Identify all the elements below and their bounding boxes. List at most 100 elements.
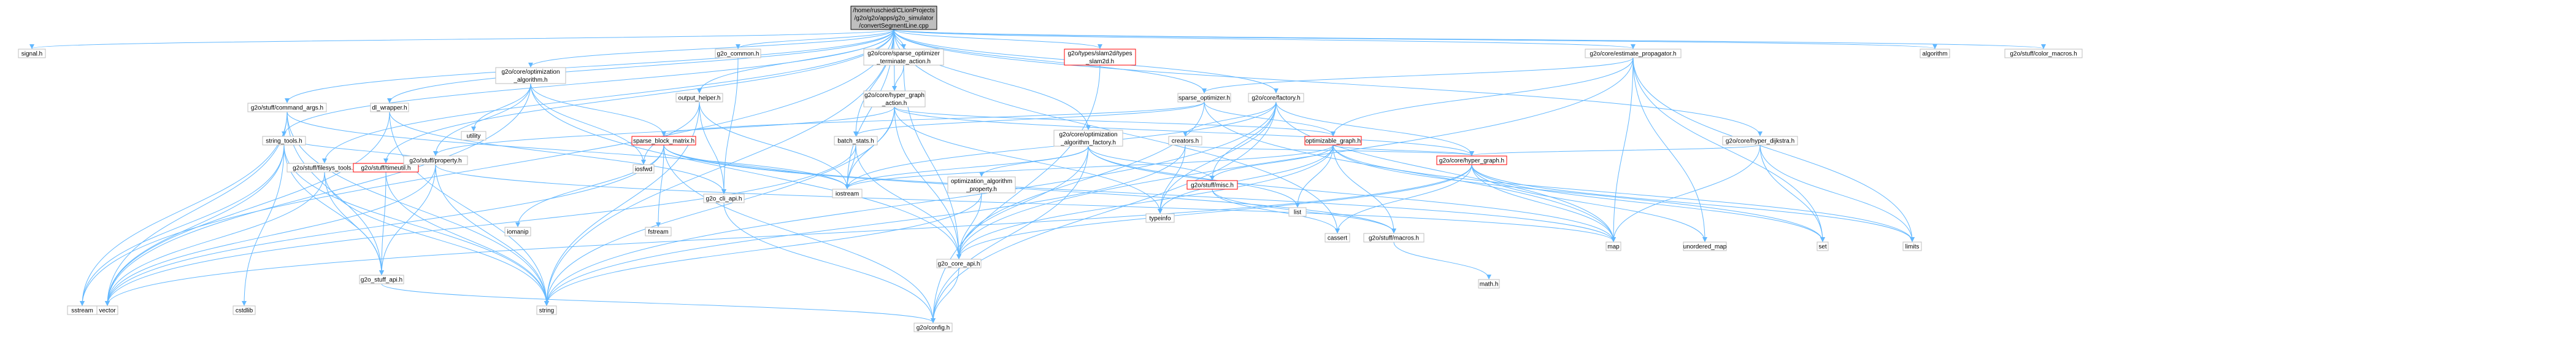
node-creators[interactable]: creators.h <box>1168 136 1202 146</box>
node-opt-algo-factory[interactable]: g2o/core/optimization_algorithm_factory.… <box>1053 130 1123 147</box>
node-property[interactable]: g2o/stuff/property.h <box>403 155 468 165</box>
node-g2o-stuff-api[interactable]: g2o_stuff_api.h <box>359 275 404 284</box>
node-g2o-common[interactable]: g2o_common.h <box>715 49 761 58</box>
node-label: g2o/types/slam2d/types <box>1067 50 1132 57</box>
node-iomanip[interactable]: iomanip <box>504 227 531 237</box>
node-math[interactable]: math.h <box>1478 279 1500 289</box>
node-label: cassert <box>1328 235 1347 242</box>
node-box <box>1168 136 1202 146</box>
edge-opt_algo-to-vector <box>105 83 531 306</box>
edge-dl_wrapper-to-vector <box>105 111 390 306</box>
node-cstdlib[interactable]: cstdlib <box>233 305 256 315</box>
node-hyper-dijkstra[interactable]: g2o/core/hyper_dijkstra.h <box>1722 136 1798 146</box>
node-label: string <box>539 308 554 315</box>
node-typeinfo[interactable]: typeinfo <box>1145 213 1175 223</box>
edge-root-to-batch_stats <box>853 29 894 136</box>
node-box <box>850 6 937 30</box>
node-core-hyper-graph[interactable]: g2o/core/hyper_graph.h <box>1436 155 1507 165</box>
edge-string_tools-to-sstream <box>80 144 285 306</box>
node-label: iomanip <box>507 229 528 236</box>
node-stuff-misc[interactable]: g2o/stuff/misc.h <box>1186 180 1238 190</box>
edge-stuff_misc-to-cassert <box>1212 189 1340 233</box>
node-box <box>1248 93 1304 103</box>
edge-sparse_optimizer-to-batch_stats <box>853 101 1205 136</box>
node-map[interactable]: map <box>1605 241 1621 251</box>
node-box <box>703 194 745 203</box>
node-rosted[interactable]: iosfwd <box>632 164 655 174</box>
node-sparse-block-matrix[interactable]: sparse_block_matrix.h <box>631 136 696 146</box>
edge-command_args-to-sstream <box>80 111 288 306</box>
node-box <box>631 136 696 146</box>
node-dl-wrapper[interactable]: dl_wrapper.h <box>370 103 409 112</box>
node-label: _algorithm.h <box>513 77 547 84</box>
edge-output_helper-to-g2o_cli_api <box>699 101 726 194</box>
node-box <box>947 176 1016 194</box>
node-unordered-map[interactable]: unordered_map <box>1683 241 1727 251</box>
node-box <box>1683 241 1727 251</box>
node-timeutil[interactable]: g2o/stuff/timeutil.h <box>353 163 419 173</box>
edge-sparse_term-to-hyper_graph_action <box>892 65 904 91</box>
node-slam2d[interactable]: g2o/types/slam2d/types_slam2d.h <box>1064 49 1136 66</box>
node-opt-algo[interactable]: g2o/core/optimization_algorithm.h <box>495 67 566 84</box>
edge-creators-to-typeinfo <box>1158 144 1186 214</box>
edge-sparse_block_matrix-to-fstream <box>656 144 664 227</box>
edge-output_helper-to-rosted <box>641 101 700 165</box>
node-g2o-core-api[interactable]: g2o_core_api.h <box>936 259 982 268</box>
edge-g2o_stuff_api-to-g2o_config <box>381 283 936 323</box>
node-stuff-macros[interactable]: g2o/stuff/macros.h <box>1363 233 1424 243</box>
node-label: typeinfo <box>1149 216 1171 222</box>
node-estimate-prop[interactable]: g2o/core/estimate_propagator.h <box>1585 49 1682 58</box>
edge-sparse_optimizer-to-map <box>1204 101 1616 242</box>
edge-filesys-to-g2o_stuff_api <box>324 171 384 275</box>
node-iostream[interactable]: iostream <box>832 189 863 198</box>
node-cassert[interactable]: cassert <box>1325 233 1350 243</box>
node-label: sstream <box>71 308 93 315</box>
edge-string_tools-to-string <box>283 144 549 306</box>
node-sparse-optimizer[interactable]: sparse_optimizer.h <box>1177 93 1231 103</box>
node-string[interactable]: string <box>536 305 557 315</box>
node-g2o-cli-api[interactable]: g2o_cli_api.h <box>703 194 745 203</box>
node-label: g2o/stuff/filesys_tools.h <box>293 165 356 172</box>
node-optimizable-graph[interactable]: optimizable_graph.h <box>1304 136 1362 146</box>
node-label: _action.h <box>882 100 907 107</box>
node-box <box>1817 241 1829 251</box>
edge-root-to-hyper_dijkstra <box>893 29 1763 136</box>
node-batch-stats[interactable]: batch_stats.h <box>834 136 878 146</box>
edge-hyper_dijkstra-to-limits <box>1759 144 1915 242</box>
edge-output_helper-to-iostream <box>699 101 850 189</box>
node-sparse-term[interactable]: g2o/core/sparse_optimizer_terminate_acti… <box>863 49 944 66</box>
node-root[interactable]: /home/ruschied/CLionProjects/g2o/g2o/app… <box>850 6 937 30</box>
node-command-args[interactable]: g2o/stuff/command_args.h <box>247 103 327 112</box>
node-color-macros[interactable]: g2o/stuff/color_macros.h <box>2004 49 2083 58</box>
edge-core_hyper_graph-to-map <box>1471 164 1616 242</box>
node-box <box>495 67 566 84</box>
node-algorithm[interactable]: algorithm <box>1920 49 1950 58</box>
edge-root-to-slam2d <box>893 29 1102 49</box>
edge-root-to-signal <box>29 29 894 49</box>
node-string-tools[interactable]: string_tools.h <box>262 136 306 146</box>
node-signal[interactable]: signal.h <box>18 49 46 58</box>
node-limits[interactable]: limits <box>1902 241 1922 251</box>
node-filesys[interactable]: g2o/stuff/filesys_tools.h <box>286 163 363 173</box>
node-g2o-config[interactable]: g2o/config.h <box>913 323 953 332</box>
node-box <box>504 227 531 237</box>
edge-opt_algo_property-to-string <box>544 192 982 306</box>
node-set[interactable]: set <box>1817 241 1829 251</box>
edge-opt_algo_factory-to-stuff_misc <box>1088 146 1215 181</box>
edge-batch_stats-to-vector <box>105 144 856 306</box>
node-hyper-graph-action[interactable]: g2o/core/hyper_graph_action.h <box>863 90 926 108</box>
node-output-helper[interactable]: output_helper.h <box>675 93 723 103</box>
edge-optimizable_graph-to-limits <box>1332 144 1915 242</box>
node-list[interactable]: list <box>1288 207 1307 217</box>
edge-opt_algo-to-rosted <box>530 83 646 165</box>
node-fstream[interactable]: fstream <box>645 227 672 237</box>
edge-stuff_macros-to-math <box>1393 241 1491 280</box>
node-opt-algo-property[interactable]: optimization_algorithm_property.h <box>947 176 1016 194</box>
node-box <box>863 90 926 108</box>
node-factory[interactable]: g2o/core/factory.h <box>1248 93 1304 103</box>
node-utility[interactable]: utility <box>461 131 486 141</box>
node-vector[interactable]: vector <box>96 305 118 315</box>
node-label: g2o/core/hyper_graph <box>864 92 925 99</box>
edge-opt_algo_factory-to-g2o_config <box>931 146 1089 323</box>
node-sstream[interactable]: sstream <box>67 305 98 315</box>
